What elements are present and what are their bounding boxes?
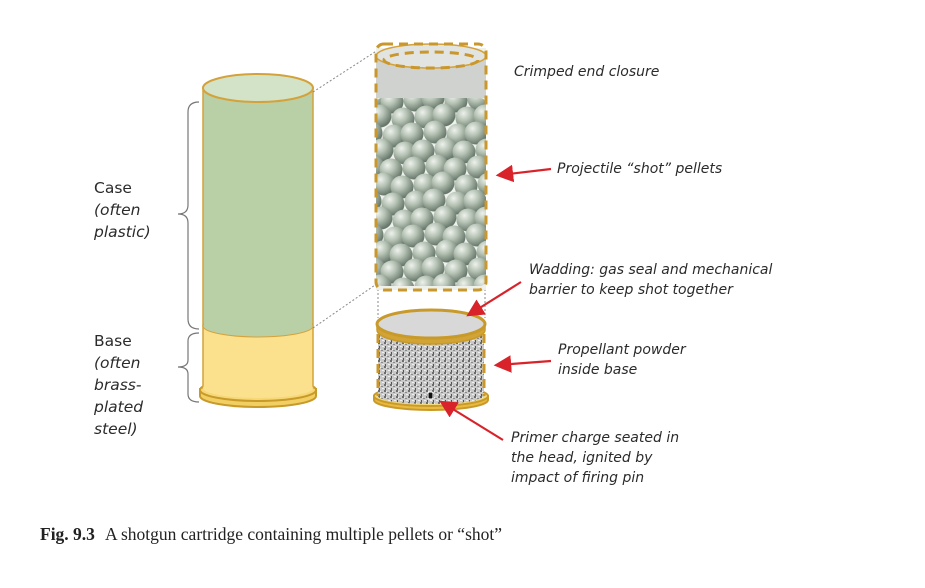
base-assembly: [373, 308, 489, 411]
arrow-wadding: [466, 281, 522, 317]
figure-number: Fig. 9.3: [40, 524, 95, 544]
case-sub-1: (often: [94, 201, 141, 219]
shot-pellet: [423, 120, 447, 144]
callout-wadding: Wadding: gas seal and mechanical barrier…: [529, 260, 772, 300]
shot-pellet: [433, 205, 457, 229]
base-sub-4: steel): [94, 420, 138, 438]
shot-pellet: [432, 103, 456, 127]
case-top: [202, 73, 314, 103]
pellets-group: [376, 98, 486, 286]
callout-powder-line-1: Propellant powder: [558, 342, 686, 358]
shot-pellet: [376, 172, 396, 196]
shot-pellet: [477, 172, 486, 196]
callout-shot: Projectile “shot” pellets: [557, 161, 723, 177]
callout-wadding-line-2: barrier to keep shot together: [529, 282, 733, 298]
shot-pellet: [421, 98, 445, 110]
shot-pellet: [465, 223, 486, 247]
shot-pellet: [463, 189, 486, 213]
shot-pellet: [414, 275, 438, 286]
shot-pellet: [376, 138, 394, 162]
shot-pellet: [466, 155, 486, 179]
wadding-disc: [375, 308, 487, 340]
shot-column: [374, 42, 488, 292]
primer: [427, 391, 434, 400]
shot-pellet: [452, 140, 476, 164]
arrow-shot: [495, 164, 552, 183]
shot-pellet: [400, 122, 424, 146]
shot-pellet: [410, 207, 434, 231]
shot-pellet: [401, 224, 425, 248]
left-cartridge: [199, 73, 317, 408]
callout-crimp: Crimped end closure: [514, 64, 660, 80]
shot-pellet: [435, 239, 459, 263]
shot-pellet: [424, 222, 448, 246]
callout-powder: Propellant powder inside base: [558, 340, 686, 380]
shot-pellet: [473, 274, 486, 286]
base-sub-3: plated: [94, 398, 144, 416]
arrow-powder: [493, 355, 552, 373]
shotgun-cartridge-diagram: Case (often plastic) Base (often brass- …: [94, 42, 772, 488]
callout-primer: Primer charge seated in the head, ignite…: [511, 428, 679, 488]
shot-pellet: [474, 206, 486, 230]
arrow-primer: [439, 400, 504, 441]
shot-pellet: [376, 155, 385, 179]
shot-pellet: [476, 240, 486, 264]
shot-pellet: [464, 121, 486, 145]
shot-pellet: [453, 242, 477, 266]
shot-pellet: [403, 98, 427, 112]
callout-wadding-line-1: Wadding: gas seal and mechanical: [529, 262, 773, 278]
diagram-canvas: [177, 42, 552, 441]
case-body: [202, 87, 314, 327]
shot-pellet: [421, 256, 445, 280]
shot-pellet: [403, 258, 427, 282]
shot-pellet: [376, 274, 392, 286]
base-label: Base (often brass- plated steel): [94, 330, 143, 440]
callout-powder-line-2: inside base: [558, 362, 638, 378]
shot-pellet: [411, 139, 435, 163]
shot-pellet: [376, 240, 395, 264]
base-brace: [177, 332, 200, 403]
shot-outline: [374, 42, 488, 292]
case-label: Case (often plastic): [94, 177, 151, 243]
case-sub-2: plastic): [94, 223, 151, 241]
shot-pellet: [475, 138, 486, 162]
shot-pellet: [422, 188, 446, 212]
shot-pellet: [376, 104, 392, 128]
shot-pellet: [391, 277, 415, 286]
shot-pellet: [376, 223, 384, 247]
callout-primer-line-1: Primer charge seated in: [511, 430, 680, 446]
base-sub-2: brass-: [94, 376, 142, 394]
base-sub-1: (often: [94, 354, 141, 372]
shot-pellet: [390, 175, 414, 199]
shot-pellet: [432, 273, 456, 286]
shot-pellet: [402, 156, 426, 180]
callout-primer-line-2: the head, ignited by: [511, 450, 653, 466]
case-title: Case: [94, 179, 132, 197]
figure-caption: Fig. 9.3 A shotgun cartridge containing m…: [40, 524, 502, 545]
callout-primer-line-3: impact of firing pin: [511, 470, 645, 486]
case-brace: [177, 101, 200, 330]
shot-pellet: [431, 171, 455, 195]
shot-pellet: [434, 137, 458, 161]
callout-arrows: [439, 164, 552, 441]
shot-pellet: [389, 243, 413, 267]
shot-pellet: [376, 206, 393, 230]
caption-text: A shotgun cartridge containing multiple …: [104, 524, 503, 544]
shot-pellet: [455, 276, 479, 286]
base-title: Base: [94, 332, 132, 350]
shot-pellet: [376, 121, 383, 145]
